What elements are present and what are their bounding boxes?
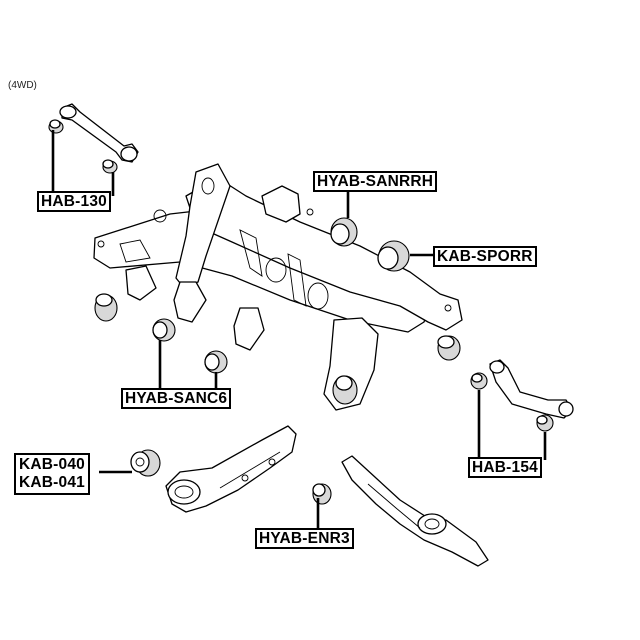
- part-label-kab041: KAB-041: [19, 474, 86, 491]
- bushing-hyab-sanc6-a: [152, 318, 176, 342]
- part-label-hyab-sanrrh: HYAB-SANRRH: [313, 171, 438, 192]
- lower-right-control-arm: [341, 455, 489, 567]
- part-label-kab040: KAB-040: [19, 456, 86, 473]
- bushing-kab040: [130, 449, 161, 477]
- part-label-hab154: HAB-154: [468, 457, 543, 478]
- bushing-hab154-b: [536, 414, 554, 432]
- bushing-hyab-sanrrh: [330, 217, 358, 247]
- bushing-hab130-b: [102, 159, 118, 174]
- lower-left-control-arm: [165, 425, 297, 513]
- part-label-kab040-041: KAB-040 KAB-041: [14, 453, 91, 495]
- bushing-right-loose: [437, 335, 461, 361]
- subframe: [93, 163, 463, 411]
- part-label-hab130: HAB-130: [37, 191, 112, 212]
- bushing-hab154-a: [470, 372, 488, 390]
- part-label-hyab-sanc6: HYAB-SANC6: [121, 388, 232, 409]
- right-rear-arm: [489, 359, 574, 419]
- part-label-hyab-enr3: HYAB-ENR3: [255, 528, 354, 549]
- bushing-left-loose: [94, 293, 118, 322]
- bushing-hyab-sanc6-b: [204, 350, 228, 374]
- drive-type-note: (4WD): [8, 80, 37, 91]
- bushing-kab-sporr: [377, 240, 410, 272]
- bushing-hyab-enr3: [312, 483, 332, 505]
- upper-left-arm: [59, 103, 139, 163]
- bushing-hab130-a: [48, 119, 64, 134]
- part-label-kab-sporr: KAB-SPORR: [433, 246, 537, 267]
